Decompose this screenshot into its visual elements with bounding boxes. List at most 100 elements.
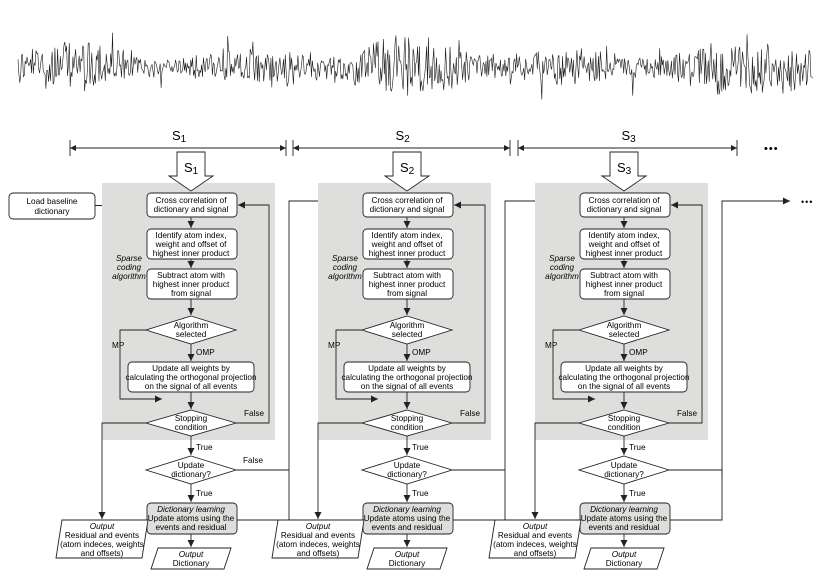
stopping-true-label: True <box>412 443 429 452</box>
stopping-condition-line-2: condition <box>175 423 208 432</box>
algorithm-selected-line-1: Algorithm <box>174 321 209 330</box>
sparse-coding-label-line-1: Sparse <box>332 254 358 263</box>
update-dictionary-line-1: Update <box>394 461 421 470</box>
output-residual-line-2: (atom indeces, weights <box>493 540 577 549</box>
identify-atom-line-1: Identify atom index, <box>589 231 660 240</box>
sparse-coding-region <box>535 183 708 440</box>
identify-atom-line-3: highest inner product <box>369 249 446 258</box>
update-dictionary-line-2: dictionary? <box>387 470 427 479</box>
output-residual-line <box>534 422 579 484</box>
algorithm-selected-line-1: Algorithm <box>390 321 425 330</box>
segment-input-arrow <box>167 151 215 192</box>
dictionary-learning-line-1: Update atoms using the <box>581 514 668 523</box>
output-residual-line <box>101 422 146 484</box>
identify-atom-line-3: highest inner product <box>153 249 230 258</box>
output-dictionary-label: Dictionary <box>606 559 643 568</box>
segment-input-label: S2 <box>400 160 415 177</box>
update-weights-line-3: on the signal of all events <box>145 382 237 391</box>
segment-label-1: S1 <box>172 128 187 145</box>
cross-correlation-line-2: dictionary and signal <box>370 205 445 214</box>
cross-correlation-line-1: Cross correlation of <box>156 196 228 205</box>
algorithm-selected-line-2: selected <box>609 330 640 339</box>
omp-label: OMP <box>412 348 431 357</box>
mp-label: MP <box>545 341 558 350</box>
segment-subscript: 3 <box>626 166 632 177</box>
output-residual-line-1: Residual and events <box>281 531 355 540</box>
mp-branch-line <box>552 329 595 403</box>
false-loop-line <box>452 201 486 424</box>
output-residual-line-1: Residual and events <box>65 531 139 540</box>
update-weights-line-1: Update all weights by <box>152 364 231 373</box>
cross-correlation-line-1: Cross correlation of <box>372 196 444 205</box>
false-loop-line <box>236 201 270 424</box>
dictionary-learning-to-next <box>670 470 723 521</box>
stopping-condition-line-1: Stopping <box>391 414 424 423</box>
update-weights-line-3: on the signal of all events <box>578 382 670 391</box>
segment-subscript: 1 <box>181 134 187 145</box>
dictionary-learning-title: Dictionary learning <box>373 505 441 514</box>
stopping-true-label: True <box>629 443 646 452</box>
segment-dimension-3: S3 <box>517 128 738 156</box>
segment-letter: S <box>396 128 405 143</box>
output-residual-line-2: (atom indeces, weights <box>276 540 360 549</box>
update-weights-line-1: Update all weights by <box>585 364 664 373</box>
output-residual-title: Output <box>523 522 548 531</box>
segments-ellipsis: ••• <box>764 143 779 155</box>
output-dictionary-title: Output <box>395 550 420 559</box>
omp-label: OMP <box>629 348 648 357</box>
output-residual-line-1: Residual and events <box>498 531 572 540</box>
segment-label-2: S2 <box>396 128 411 145</box>
segment-dimension-1: S1 <box>69 128 287 156</box>
identify-atom-box: Identify atom index,weight and offset of… <box>579 228 671 260</box>
subtract-atom-line-1: Subtract atom with <box>157 271 225 280</box>
segment-letter: S <box>617 160 626 175</box>
identify-atom-box: Identify atom index,weight and offset of… <box>146 228 238 260</box>
update-dictionary-line-2: dictionary? <box>171 470 211 479</box>
identify-atom-line-2: weight and offset of <box>371 240 444 249</box>
sparse-coding-label-line-2: coding <box>333 263 358 272</box>
output-dictionary-label: Dictionary <box>173 559 210 568</box>
load-baseline-line-1: Load baseline <box>27 197 78 206</box>
update-false-label: False <box>243 456 263 465</box>
false-loop-line <box>669 201 703 424</box>
identify-atom-line-2: weight and offset of <box>588 240 661 249</box>
subtract-atom-line-2: highest inner product <box>369 280 446 289</box>
dictionary-learning-to-next <box>237 470 290 521</box>
stopping-false-label: False <box>460 409 480 418</box>
update-true-label: True <box>412 489 429 498</box>
load-baseline-dictionary-box: Load baseline dictionary <box>8 192 96 220</box>
subtract-atom-line-2: highest inner product <box>586 280 663 289</box>
update-true-label: True <box>196 489 213 498</box>
dictionary-learning-title: Dictionary learning <box>157 505 225 514</box>
segment-input-arrow <box>600 151 648 192</box>
update-dictionary-line-1: Update <box>611 461 638 470</box>
update-weights-line-1: Update all weights by <box>368 364 447 373</box>
subtract-atom-line-3: from signal <box>387 289 427 298</box>
identify-atom-line-1: Identify atom index, <box>156 231 227 240</box>
sparse-coding-label-line-1: Sparse <box>549 254 575 263</box>
cross-correlation-line-2: dictionary and signal <box>587 205 662 214</box>
sparse-coding-label-line-3: algorithm <box>112 272 146 281</box>
subtract-atom-line-2: highest inner product <box>153 280 230 289</box>
cross-correlation-line-2: dictionary and signal <box>154 205 229 214</box>
stopping-false-label: False <box>677 409 697 418</box>
subtract-atom-line-1: Subtract atom with <box>373 271 441 280</box>
output-residual-title: Output <box>90 522 115 531</box>
segment-subscript: 3 <box>630 134 636 145</box>
